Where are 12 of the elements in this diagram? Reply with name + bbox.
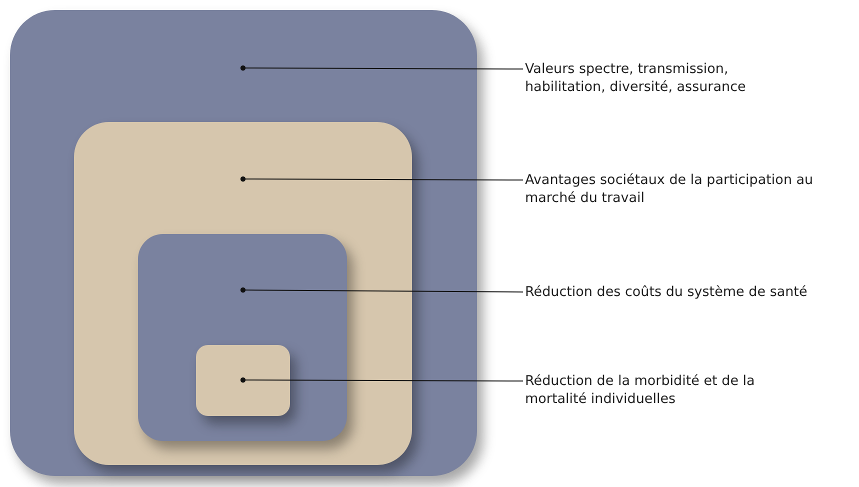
rounded-square [74,122,412,465]
rounded-square [138,234,347,441]
caption-text: Valeurs spectre, transmission, habilitation, diversité, assurance [525,60,793,96]
rounded-square [196,345,290,416]
rounded-square [10,10,477,476]
leader-line [240,377,524,383]
leader-line [240,65,524,71]
leader-line [240,287,524,293]
caption-text: Avantages sociétaux de la participation au marché du travail [525,171,850,207]
leader-line [240,176,524,182]
caption-text: Réduction des coûts du système de santé [525,283,855,301]
caption-text: Réduction de la morbidité et de la mortalité individuelles [525,372,770,408]
